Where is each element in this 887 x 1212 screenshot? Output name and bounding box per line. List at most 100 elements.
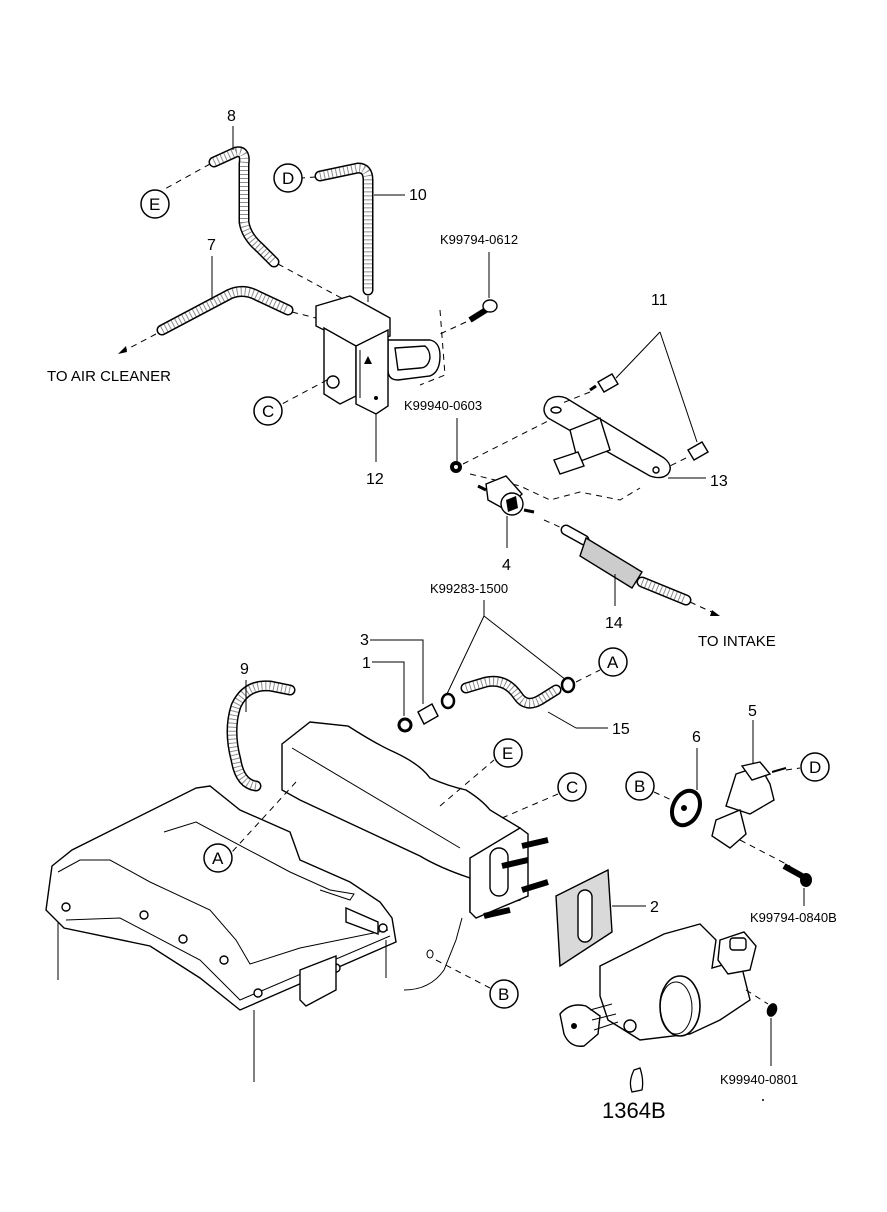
part-number-hose-clamp: K99283-1500 (430, 581, 508, 596)
dash-10-to-D (301, 176, 317, 179)
callout-6: 6 (692, 729, 701, 746)
vacuum-valve-4 (477, 475, 535, 516)
callout-15: 15 (612, 721, 630, 738)
label-to-air-cleaner: TO AIR CLEANER (47, 368, 171, 385)
part-number-bolt-lower: K99794-0840B (750, 910, 837, 925)
connector-D-bottom: D (800, 752, 830, 782)
dash-valve-11-right (669, 457, 687, 467)
part-number-nut-upper: K99940-0603 (404, 398, 482, 413)
pipe-14 (560, 524, 692, 606)
connector-E-top: E (140, 189, 170, 219)
dash-6-to-B (653, 791, 677, 803)
svg-text:D: D (809, 758, 821, 777)
callout-7: 7 (207, 237, 216, 254)
connector-A-right: A (598, 647, 628, 677)
callout-13: 13 (710, 473, 728, 490)
dash-5-to-D (785, 767, 801, 771)
dash-manifold-to-C (501, 793, 559, 819)
washer-1 (397, 717, 413, 733)
svg-text:A: A (212, 849, 224, 868)
leader-clamp-a (445, 615, 485, 697)
port-B (426, 949, 434, 959)
dash-4-to-14 (543, 519, 563, 529)
part-number-bolt-upper: K99794-0612 (440, 232, 518, 247)
dash-8-to-solenoid (277, 263, 346, 301)
dash-manifold-to-E (439, 759, 495, 807)
gasket-2 (555, 868, 613, 968)
connector-D-top: D (273, 163, 303, 193)
callout-9: 9 (240, 661, 249, 678)
svg-text:C: C (566, 778, 578, 797)
svg-text:A: A (607, 653, 619, 672)
fitting-3 (417, 703, 439, 725)
hose-9 (226, 680, 296, 792)
dash-5-to-bolt (739, 839, 791, 867)
dash-bolt-to-bracket (419, 309, 467, 386)
part-number-nut-lower: K99940-0801 (720, 1072, 798, 1087)
dash-throttle-to-nut (745, 989, 769, 1005)
hose-10 (314, 162, 374, 296)
bracket-13 (543, 395, 671, 479)
callout-12: 12 (366, 471, 384, 488)
label-to-intake: TO INTAKE (698, 633, 776, 650)
svg-text:D: D (282, 169, 294, 188)
leader-1 (372, 661, 405, 716)
connector-B-bottom: B (489, 979, 519, 1009)
dash-to-air-cleaner (121, 333, 157, 353)
callout-14: 14 (605, 615, 623, 632)
bolt-lower (782, 863, 812, 887)
dash-bracket-lower (469, 473, 641, 501)
svg-text:B: B (498, 985, 509, 1004)
dash-nut-to-bracket (462, 419, 551, 465)
svg-text:C: C (262, 402, 274, 421)
figure-marker-icon (629, 1067, 644, 1093)
hose-clamp-right (560, 676, 576, 694)
dash-8-to-E (162, 163, 211, 191)
solenoid-valve-12 (315, 295, 441, 415)
gasket-6 (669, 788, 703, 828)
leader-11b (659, 331, 698, 443)
hose-7 (156, 285, 294, 336)
dash-7-to-solenoid (291, 311, 317, 319)
hose-clamp-left (440, 692, 456, 710)
leader-11a (615, 331, 661, 379)
connector-C-top: C (253, 396, 283, 426)
hose-15 (460, 675, 562, 709)
throttle-body (559, 923, 757, 1047)
callout-3: 3 (360, 632, 369, 649)
callout-11: 11 (651, 292, 668, 309)
dash-manifold-to-A (231, 781, 297, 853)
connector-E-bottom: E (493, 738, 523, 768)
dash-12-to-C (281, 379, 328, 405)
callout-5: 5 (748, 703, 757, 720)
check-valve-11-left (589, 373, 619, 393)
svg-text:E: E (149, 195, 160, 214)
callout-8: 8 (227, 108, 236, 125)
leader-3 (370, 639, 424, 704)
callout-10: 10 (409, 187, 427, 204)
nut-upper (450, 461, 462, 473)
check-valve-11-right (687, 441, 709, 461)
connector-A-left: A (203, 843, 233, 873)
hose-8 (208, 146, 280, 268)
callout-4: 4 (502, 557, 511, 574)
connector-B-right: B (625, 771, 655, 801)
arrow-to-intake (710, 610, 720, 616)
connector-C-bottom: C (557, 772, 587, 802)
bolt-upper (468, 299, 498, 323)
nut-lower (766, 1003, 778, 1017)
dash-15-to-A (575, 669, 601, 683)
leader-clamp-b (483, 615, 567, 681)
callout-1: 1 (362, 655, 371, 672)
stray-dot (762, 1099, 764, 1101)
figure-code: 1364B (602, 1098, 666, 1123)
svg-text:B: B (634, 777, 645, 796)
leader-15 (547, 711, 577, 729)
callout-2: 2 (650, 899, 659, 916)
svg-text:E: E (502, 744, 513, 763)
intake-manifold (45, 721, 549, 1011)
arrow-to-air-cleaner (118, 346, 127, 354)
dash-valve-11-left (559, 391, 591, 405)
dash-manifold-to-B (435, 959, 491, 989)
